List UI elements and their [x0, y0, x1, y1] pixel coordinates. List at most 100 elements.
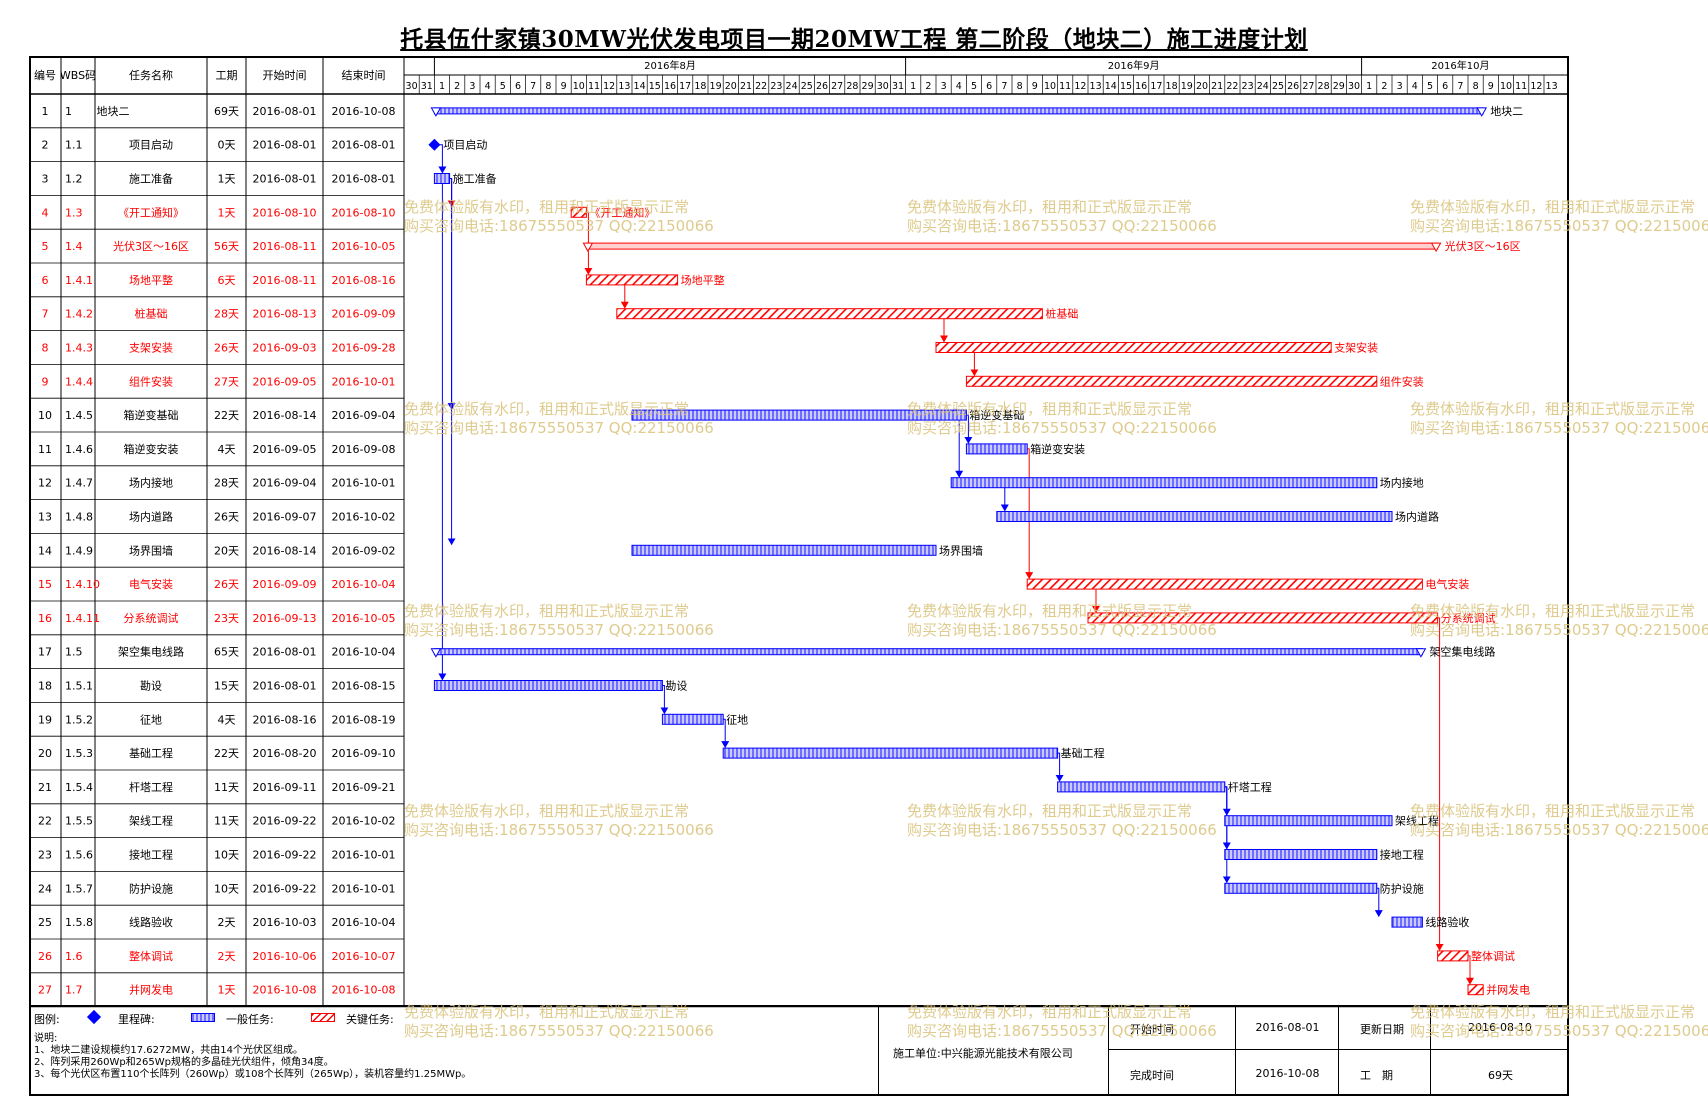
day-label: 2 [925, 81, 931, 92]
task-start: 2016-10-08 [253, 984, 317, 997]
day-label: 1 [1366, 81, 1372, 92]
day-label: 26 [1287, 81, 1299, 92]
day-label: 9 [1488, 81, 1494, 92]
bar-label: 光伏3区～16区 [1445, 239, 1521, 253]
summary-bracket-start [430, 107, 442, 117]
task-name: 场地平整 [129, 273, 173, 287]
task-end: 2016-09-28 [332, 342, 396, 355]
task-start: 2016-09-22 [253, 815, 317, 828]
task-name: 分系统调试 [124, 612, 179, 625]
summary-bar [433, 107, 1484, 115]
task-no: 7 [42, 308, 49, 321]
task-duration: 4天 [218, 443, 236, 456]
task-name: 勘设 [140, 680, 162, 693]
task-no: 5 [42, 240, 49, 253]
task-start: 2016-10-06 [253, 950, 317, 963]
day-label: 10 [1500, 81, 1512, 92]
task-duration: 2天 [218, 950, 236, 963]
bar-label: 征地 [726, 713, 748, 726]
critical-task-bar [1467, 984, 1484, 996]
task-bar [1224, 882, 1378, 894]
task-bar [433, 680, 663, 691]
task-wbs: 1.5 [65, 646, 83, 659]
summary-bracket-end [1430, 242, 1442, 253]
task-start: 2016-09-05 [253, 443, 317, 456]
task-name: 征地 [140, 713, 162, 726]
task-no: 27 [38, 984, 52, 997]
bar-label: 整体调试 [1471, 949, 1515, 963]
dependency-link [447, 178, 456, 411]
task-bar [996, 511, 1393, 522]
summary-bar [585, 242, 1439, 250]
task-no: 23 [38, 849, 52, 862]
day-label: 9 [1032, 81, 1038, 92]
bar-label: 场地平整 [681, 273, 725, 287]
task-no: 14 [38, 544, 52, 557]
bar-label: 箱逆变基础 [969, 408, 1024, 422]
task-no: 26 [38, 950, 52, 963]
day-label: 20 [1196, 81, 1208, 92]
day-label: 18 [1166, 81, 1178, 92]
task-wbs: 1.4.3 [65, 342, 93, 355]
task-name: 场内道路 [129, 510, 173, 524]
task-start: 2016-09-09 [253, 578, 317, 591]
bar-label: 组件安装 [1380, 374, 1424, 388]
task-start: 2016-08-13 [253, 308, 317, 321]
bar-label: 分系统调试 [1441, 612, 1496, 625]
day-label: 7 [530, 81, 536, 92]
bar-label: 接地工程 [1380, 849, 1424, 862]
day-label: 12 [1530, 81, 1542, 92]
task-start: 2016-09-13 [253, 612, 317, 625]
day-label: 7 [1457, 81, 1463, 92]
bar-label: 桩基础 [1045, 307, 1078, 321]
task-bar [661, 713, 724, 725]
task-bar [950, 477, 1378, 489]
task-no: 6 [42, 274, 49, 287]
task-duration: 28天 [214, 477, 239, 490]
task-no: 9 [42, 375, 49, 388]
task-end: 2016-08-01 [332, 173, 396, 186]
day-label: 12 [603, 81, 615, 92]
task-no: 22 [38, 815, 52, 828]
task-start: 2016-09-07 [253, 511, 317, 524]
day-label: 22 [755, 81, 767, 92]
bar-label: 项目启动 [443, 139, 487, 152]
task-end: 2016-09-08 [332, 443, 396, 456]
day-label: 13 [1546, 81, 1558, 92]
task-start: 2016-09-05 [253, 375, 317, 388]
task-duration: 20天 [214, 544, 239, 557]
task-bar [1224, 849, 1378, 860]
task-name: 地块二 [97, 105, 130, 118]
bar-label: 勘设 [665, 680, 687, 693]
day-label: 6 [1442, 81, 1448, 92]
task-end: 2016-09-10 [332, 747, 396, 760]
day-label: 4 [1412, 81, 1418, 92]
bar-label: 箱逆变安装 [1030, 442, 1085, 456]
task-no: 3 [42, 173, 49, 186]
task-start: 2016-08-20 [253, 747, 317, 760]
task-duration: 0天 [218, 139, 236, 152]
task-wbs: 1.4.10 [65, 578, 100, 591]
task-wbs: 1.4.4 [65, 375, 93, 388]
task-duration: 2天 [218, 916, 236, 929]
day-label: 19 [710, 81, 722, 92]
dependency-link [438, 144, 447, 174]
column-header: 编号 [34, 68, 56, 82]
task-name: 《开工通知》 [118, 205, 184, 219]
day-label: 8 [1017, 81, 1023, 92]
bar-label: 《开工通知》 [589, 205, 655, 219]
task-end: 2016-10-01 [332, 477, 396, 490]
day-label: 11 [1515, 81, 1527, 92]
day-label: 9 [561, 81, 567, 92]
critical-task-bar [935, 342, 1332, 353]
critical-task-bar [965, 375, 1378, 387]
column-header: WBS码 [60, 69, 96, 82]
day-label: 23 [1242, 81, 1254, 92]
task-duration: 23天 [214, 612, 239, 625]
task-end: 2016-08-10 [332, 206, 396, 219]
task-end: 2016-10-01 [332, 849, 396, 862]
task-end: 2016-10-04 [332, 916, 396, 929]
task-end: 2016-10-02 [332, 511, 396, 524]
summary-bar [433, 648, 1423, 656]
